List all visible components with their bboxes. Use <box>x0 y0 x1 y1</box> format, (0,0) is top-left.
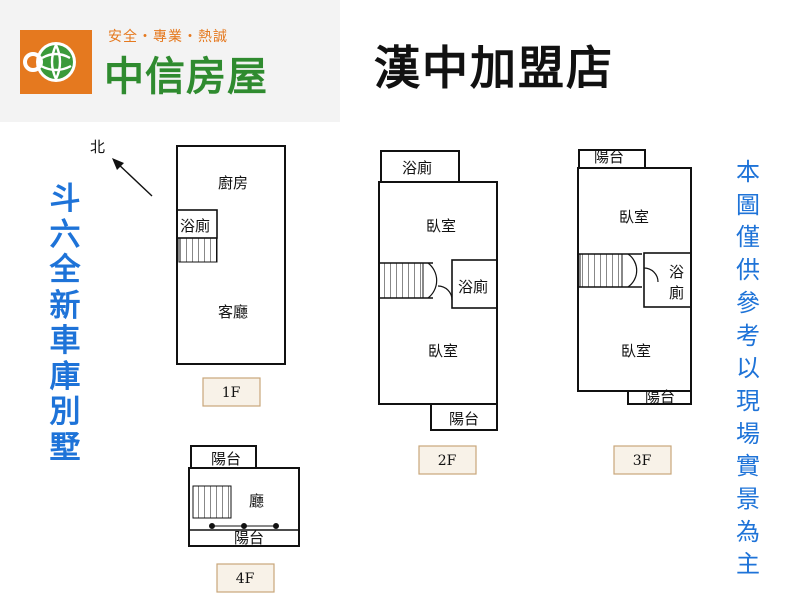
title-char: 別 <box>49 394 81 430</box>
f1-living-label: 客廳 <box>218 303 248 321</box>
note-char: 以 <box>736 354 760 383</box>
f4-label-box <box>216 563 275 593</box>
title-char: 全 <box>49 252 81 288</box>
f1-outline <box>176 145 286 365</box>
f3-label: 3F <box>633 453 652 469</box>
f4-stairs <box>192 485 232 519</box>
f3-balcony-top-label: 陽台 <box>594 148 624 166</box>
f3-bath-outline <box>643 252 692 308</box>
f2-balcony-label: 陽台 <box>449 410 479 428</box>
f1-label: 1F <box>222 385 241 401</box>
f3-bath-label-1: 浴 <box>669 263 684 281</box>
note-char: 現 <box>736 386 760 415</box>
title-char: 車 <box>49 323 81 359</box>
f3-bedroom-bottom-label: 臥室 <box>621 342 651 360</box>
brand-header: 安全・專業・熱誠 中信房屋 <box>0 0 340 122</box>
north-arrow-icon <box>112 158 153 197</box>
f1-label-box <box>202 377 261 407</box>
brand-name: 中信房屋 <box>104 54 268 100</box>
f4-label: 4F <box>236 571 255 587</box>
title-char: 庫 <box>49 358 81 395</box>
property-title-vertical: 斗 六 全 新 車 庫 別 墅 <box>44 181 86 466</box>
f3-balcony-bottom-outline <box>627 390 692 405</box>
note-char: 景 <box>736 485 760 514</box>
note-char: 場 <box>736 419 760 448</box>
f4-balcony-bottom-label: 陽台 <box>234 529 264 547</box>
f3-stairs <box>579 253 623 288</box>
note-char: 供 <box>736 256 760 285</box>
title-char: 墅 <box>49 429 81 466</box>
note-char: 參 <box>736 288 760 317</box>
f2-bath-mid-label: 浴廁 <box>458 278 488 296</box>
f2-bedroom-bottom-label: 臥室 <box>428 342 458 360</box>
f1-kitchen-label: 廚房 <box>218 174 248 192</box>
floor-4f <box>188 445 300 547</box>
note-char: 僅 <box>736 223 760 252</box>
f4-hall-label: 廳 <box>249 492 264 510</box>
note-char: 主 <box>736 550 760 579</box>
note-char: 考 <box>736 321 760 350</box>
f2-bedroom-top-label: 臥室 <box>426 217 456 235</box>
f2-bath-top-label: 浴廁 <box>402 159 432 177</box>
store-title: 漢中加盟店 <box>374 41 614 95</box>
title-char: 六 <box>49 216 81 253</box>
title-char: 新 <box>49 287 81 324</box>
note-char: 圖 <box>736 190 760 219</box>
note-char: 為 <box>736 517 760 546</box>
floor-1f <box>176 145 286 365</box>
f3-balcony-bottom-label: 陽台 <box>645 388 675 406</box>
disclaimer-vertical: 本 圖 僅 供 參 考 以 現 場 實 景 為 主 <box>730 156 766 581</box>
f3-label-box <box>613 445 672 475</box>
f3-bedroom-top-label: 臥室 <box>619 208 649 226</box>
brand-tagline: 安全・專業・熱誠 <box>108 29 228 45</box>
f2-balcony-outline <box>430 403 498 431</box>
title-char: 斗 <box>49 181 81 217</box>
brand-logo-icon <box>20 30 92 94</box>
f1-bath-label: 浴廁 <box>180 217 210 235</box>
note-char: 本 <box>736 158 760 186</box>
f2-stairs <box>378 262 424 299</box>
floor-2f <box>378 150 498 431</box>
compass-label: 北 <box>90 138 105 156</box>
f1-stairs <box>178 237 218 263</box>
f2-label: 2F <box>438 453 457 469</box>
note-char: 實 <box>736 452 760 481</box>
f2-bath-mid-outline <box>451 259 498 309</box>
floor-3f <box>577 149 692 405</box>
f4-outline <box>188 467 300 547</box>
f4-balcony-top-label: 陽台 <box>211 450 241 468</box>
f2-label-box <box>418 445 477 475</box>
